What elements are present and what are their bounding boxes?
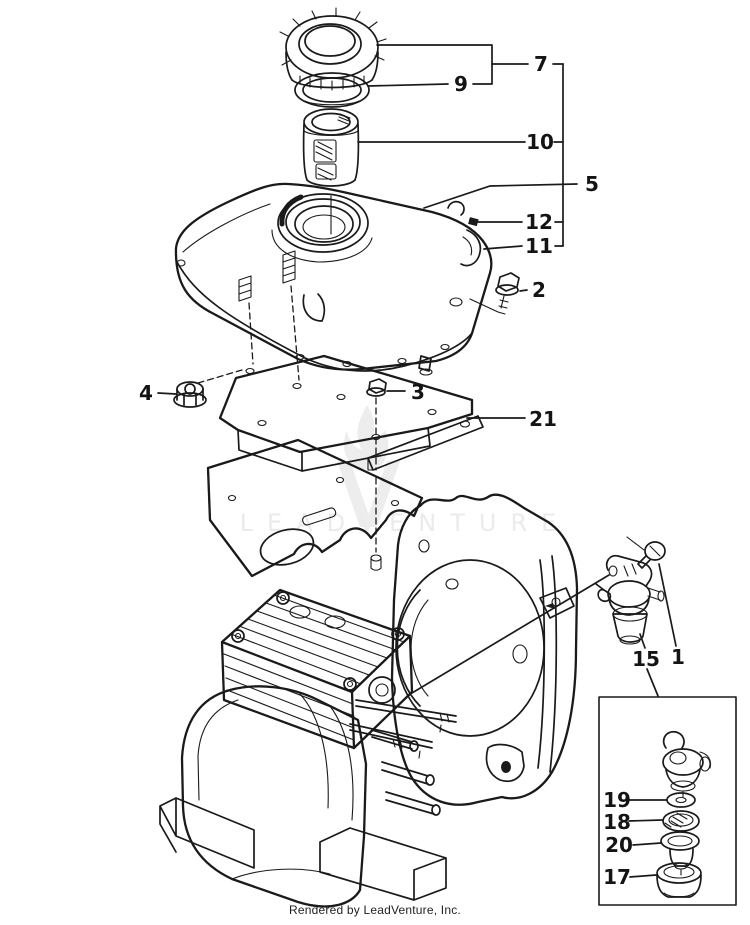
leader-20 (632, 842, 662, 846)
valve-body-detail-drawing (662, 730, 712, 798)
leader-15 (639, 633, 659, 697)
callout-7: 7 (534, 52, 548, 76)
sediment-bowl-drawing (656, 862, 702, 898)
callout-5: 5 (585, 172, 599, 196)
footer-credit: Rendered by LeadVenture, Inc. (289, 903, 461, 917)
leader-2 (519, 289, 528, 292)
callout-21: 21 (529, 407, 557, 431)
watermark-v-right (364, 461, 400, 527)
valve-washer-drawing (666, 792, 696, 808)
leader-17 (629, 874, 657, 878)
leader-cap-gasket-bracket (367, 44, 493, 87)
cylinder-head-drawing (220, 588, 457, 759)
fuel-strainer-drawing (302, 108, 360, 235)
callout-20: 20 (605, 833, 633, 857)
callout-3: 3 (411, 380, 425, 404)
valve-screen-drawing (662, 810, 700, 832)
leader-18 (628, 819, 663, 822)
callout-2: 2 (532, 278, 546, 302)
bracket-bolt-drawing (366, 378, 387, 571)
pipe-clip-drawing (468, 217, 479, 227)
fuel-tank-drawing (174, 182, 493, 381)
callout-10: 10 (526, 130, 554, 154)
watermark-text: LEADVENTURE (240, 509, 571, 537)
cap-gasket-drawing (294, 72, 370, 108)
callout-4: 4 (139, 381, 153, 405)
leader-valve-mount (411, 574, 610, 694)
fuel-valve-drawing (595, 554, 665, 645)
callout-18: 18 (603, 810, 631, 834)
callout-9: 9 (454, 72, 468, 96)
callout-12: 12 (525, 210, 553, 234)
callout-11: 11 (525, 234, 553, 258)
leader-5 (423, 183, 578, 209)
flange-bolt-drawing (469, 272, 520, 315)
heat-shield-drawing (206, 438, 424, 578)
blower-housing-drawing (390, 493, 579, 806)
watermark-flame-icon (343, 405, 389, 469)
tank-stud-drawing (238, 250, 300, 381)
leader-4 (157, 392, 177, 395)
callout-17: 17 (603, 865, 631, 889)
inset-detail-box (598, 696, 737, 906)
callout-numbers: 7 9 10 5 12 11 2 4 3 21 15 1 19 18 20 17 (139, 52, 685, 889)
leader-11 (483, 245, 564, 250)
valve-screw-drawing (626, 536, 666, 569)
tank-bracket-drawing (218, 354, 484, 472)
engine-block-drawing (159, 685, 447, 908)
callout-1: 1 (671, 645, 685, 669)
flange-nut-drawing (173, 369, 243, 408)
callout-15: 15 (632, 647, 660, 671)
callout-19: 19 (603, 788, 631, 812)
outlet-pipe-drawing (460, 229, 482, 267)
callout-leader-lines (157, 44, 677, 878)
leader-1 (658, 563, 677, 647)
leadventure-watermark-logo: LEADVENTURE (240, 405, 571, 537)
watermark-v-left (337, 461, 373, 527)
